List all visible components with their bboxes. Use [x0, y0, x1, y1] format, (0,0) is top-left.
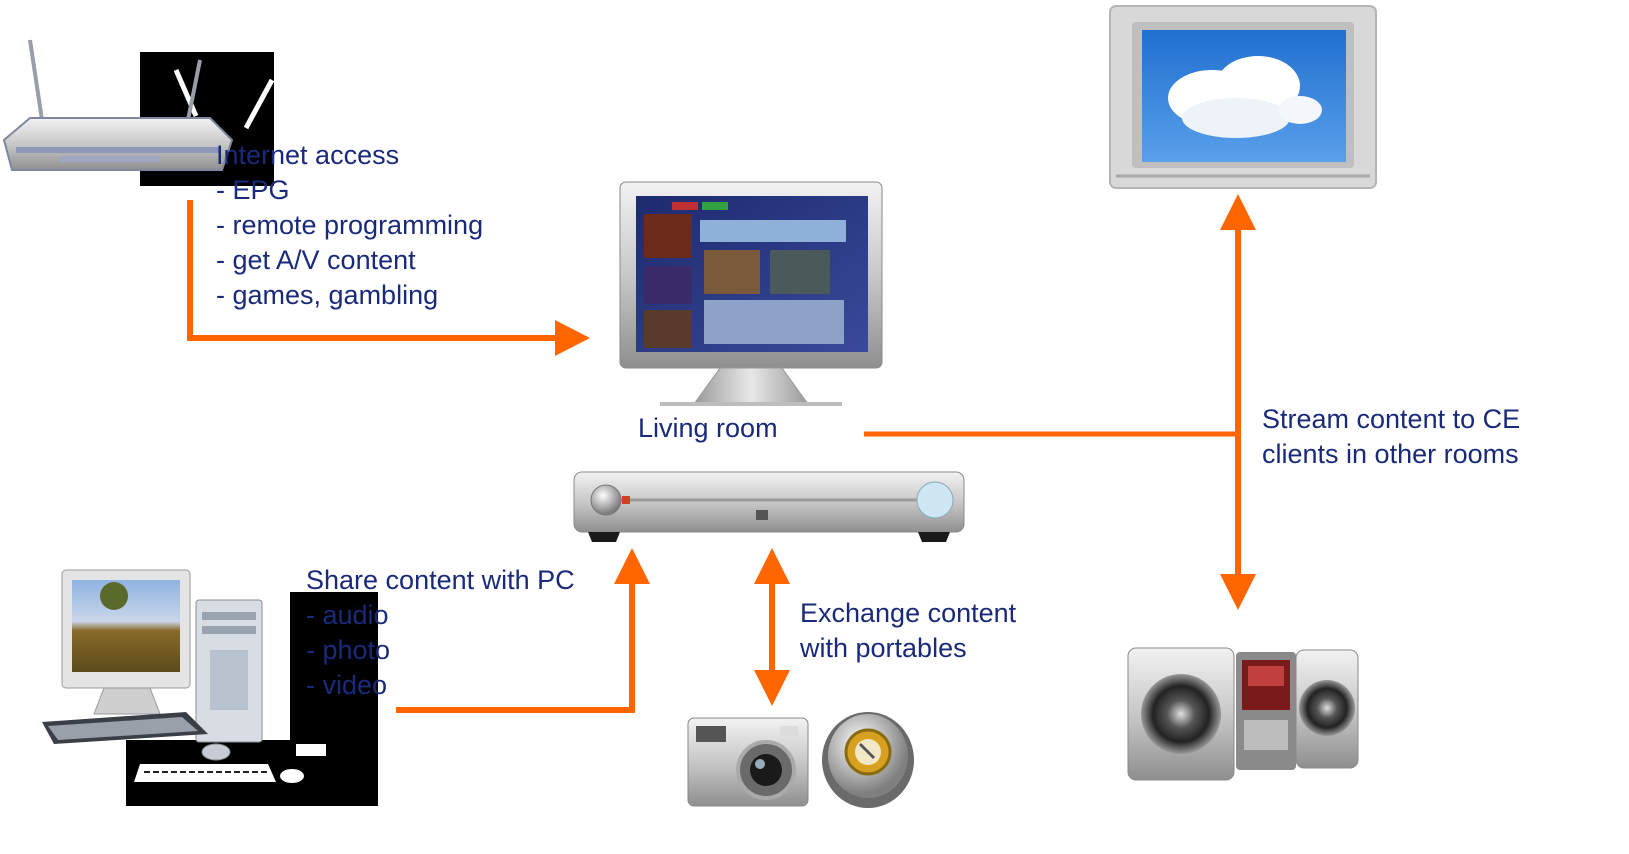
stereo-system-icon — [1127, 647, 1359, 781]
internet-item-remote-programming: - remote programming — [216, 210, 484, 240]
share-pc-item-photo: - photo — [306, 635, 391, 665]
flat-panel-tv-icon — [619, 181, 883, 406]
arrowhead-to-stb-from-portables — [754, 548, 790, 584]
stream-line-2: clients in other rooms — [1262, 439, 1519, 469]
arrowhead-to-portables — [754, 670, 790, 706]
desktop-pc-icon — [42, 569, 378, 806]
stream-content-label: Stream content to CE clients in other ro… — [1262, 402, 1520, 472]
share-pc-title: Share content with PC — [306, 565, 575, 595]
arrowhead-to-tv — [555, 320, 590, 356]
arrowhead-to-stb-from-pc — [614, 548, 650, 584]
arrows — [187, 194, 1256, 713]
internet-access-label: Internet access - EPG - remote programmi… — [216, 138, 483, 313]
crt-tv-icon — [1109, 5, 1377, 189]
arrow-internet-to-tv — [187, 200, 556, 341]
arrow-pc-to-stb — [396, 582, 635, 713]
share-with-pc-label: Share content with PC - audio - photo - … — [306, 563, 575, 703]
share-pc-item-audio: - audio — [306, 600, 389, 630]
internet-item-games: - games, gambling — [216, 280, 439, 310]
exchange-line-2: with portables — [800, 633, 967, 663]
arrowhead-to-stereo — [1220, 574, 1256, 610]
set-top-box-icon — [573, 471, 965, 542]
living-room-label: Living room — [638, 413, 778, 443]
router-icon — [2, 39, 275, 186]
exchange-line-1: Exchange content — [800, 598, 1017, 628]
exchange-portables-label: Exchange content with portables — [800, 596, 1016, 666]
internet-item-epg: - EPG — [216, 175, 290, 205]
arrowhead-to-crt — [1220, 194, 1256, 230]
share-pc-item-video: - video — [306, 670, 388, 700]
stream-line-1: Stream content to CE — [1262, 404, 1521, 434]
portable-player-icon — [822, 712, 914, 808]
digital-camera-icon — [687, 717, 809, 807]
internet-item-av-content: - get A/V content — [216, 245, 416, 275]
internet-access-title: Internet access — [216, 140, 400, 170]
